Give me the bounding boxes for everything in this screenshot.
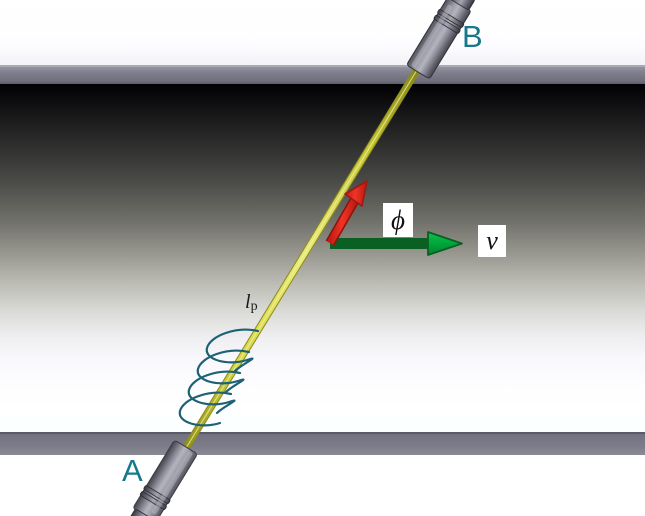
transducer-b-label: B: [462, 19, 483, 54]
transducer-a-label: A: [122, 453, 143, 488]
pipe-wall-bottom: [0, 432, 645, 455]
flow-velocity-arrow: [330, 231, 463, 256]
acoustic-beam: [182, 68, 421, 450]
background-above-pipe: [0, 0, 645, 65]
helix-path: [178, 328, 260, 427]
beam-direction-arrow: [325, 180, 368, 246]
path-length-symbol: l: [245, 291, 251, 313]
pipe-wall-bottom-highlight: [0, 432, 645, 434]
pipe-wall-top-highlight: [0, 65, 645, 67]
pipe-interior: [0, 84, 645, 432]
transducer-b[interactable]: [406, 0, 488, 80]
transducer-a[interactable]: [116, 439, 198, 516]
background-below-pipe: [0, 455, 645, 516]
pipe-wall-top: [0, 65, 645, 84]
angle-phi-label: ϕ: [383, 203, 413, 237]
velocity-v-label: v: [478, 225, 506, 257]
path-length-subscript: p: [250, 299, 258, 314]
path-length-label: lp: [245, 292, 258, 314]
